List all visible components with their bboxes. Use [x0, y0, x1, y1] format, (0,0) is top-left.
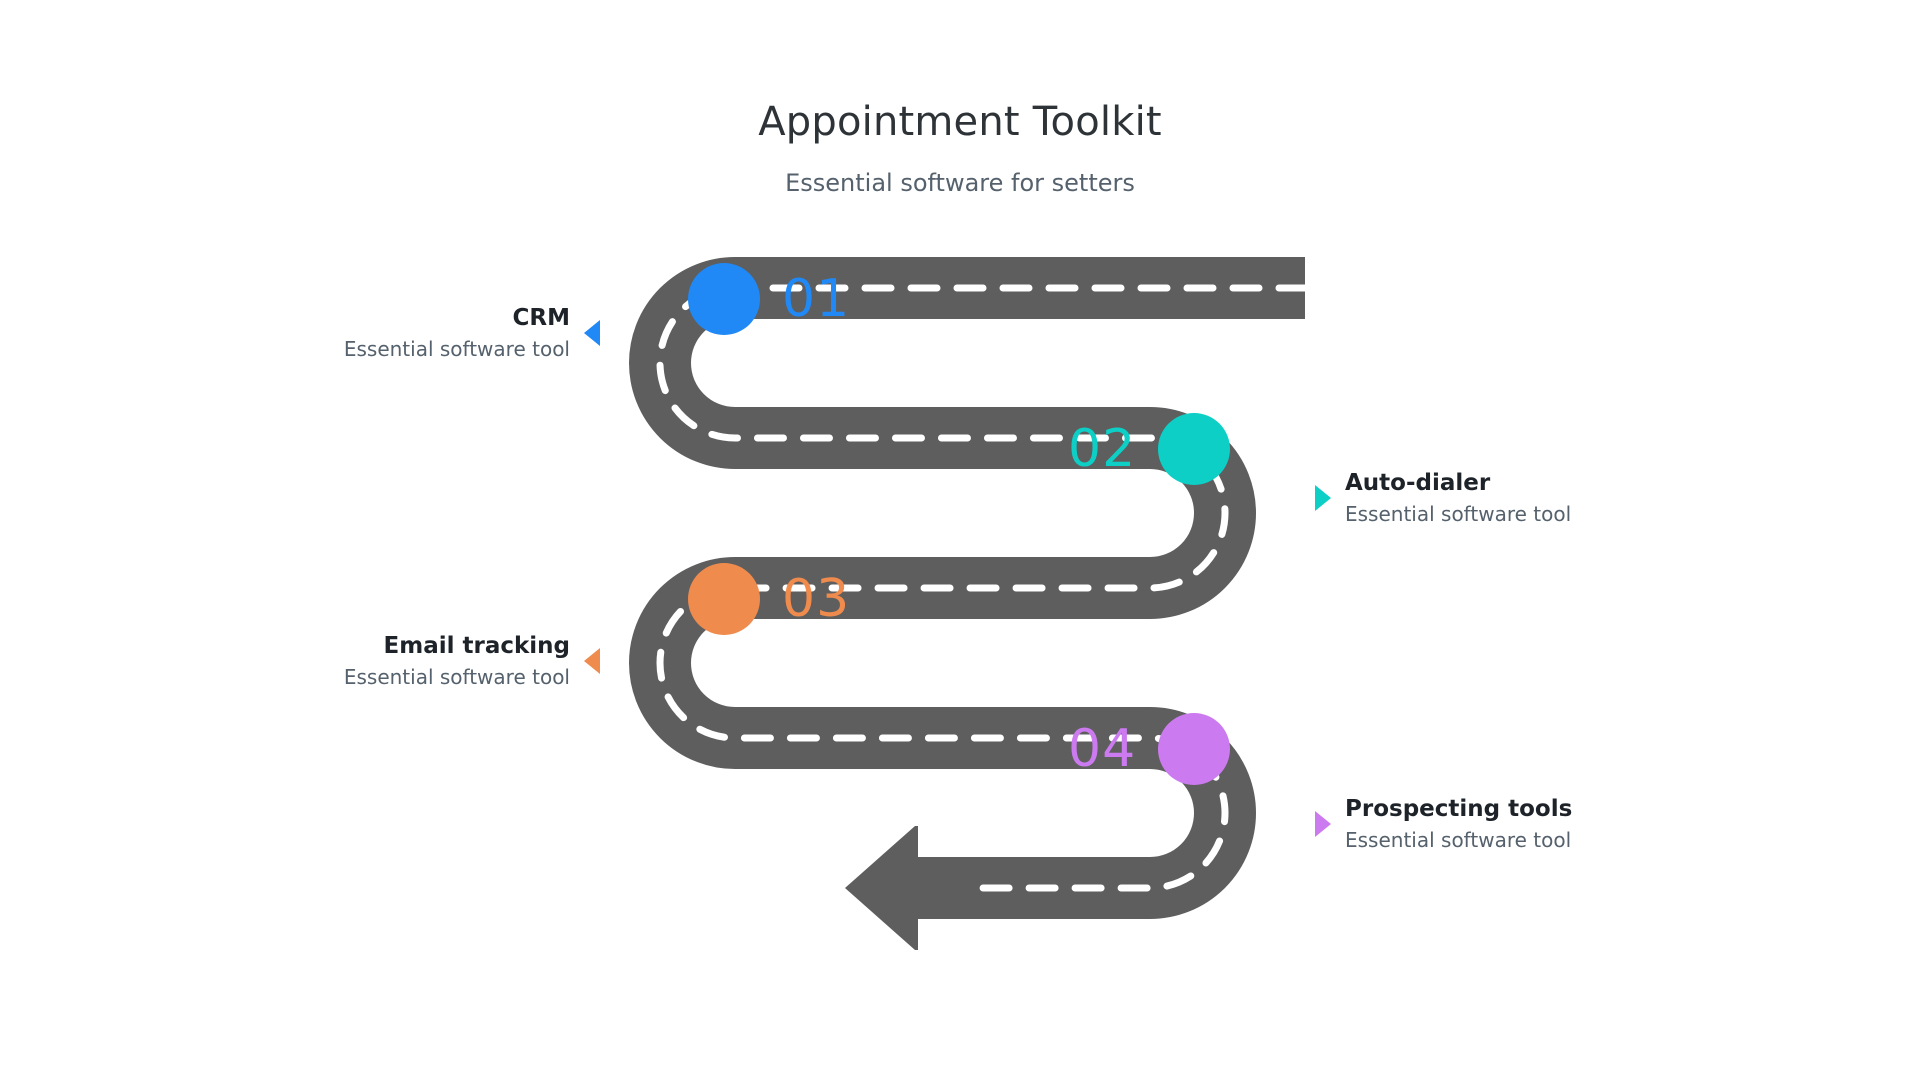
- page-title: Appointment Toolkit: [758, 99, 1162, 145]
- step-marker-02: 02: [1068, 413, 1231, 485]
- page-subtitle: Essential software for setters: [785, 169, 1135, 197]
- header: Appointment Toolkit Essential software f…: [0, 100, 1920, 196]
- step-callout-text-03: Email tracking Essential software tool: [344, 633, 570, 690]
- arrow-left-icon: [845, 826, 975, 950]
- step-number-03: 03: [782, 569, 851, 629]
- step-number-04: 04: [1068, 719, 1137, 779]
- step-marker-01: 01: [688, 263, 850, 335]
- step-title-04: Prospecting tools: [1345, 796, 1573, 822]
- step-callout-02[interactable]: Auto-dialer Essential software tool: [1315, 470, 1571, 527]
- circle-marker-04: [1158, 713, 1231, 785]
- step-title-02: Auto-dialer: [1345, 470, 1491, 496]
- step-callout-03[interactable]: Email tracking Essential software tool: [344, 633, 600, 690]
- step-callout-01[interactable]: CRM Essential software tool: [344, 305, 600, 362]
- step-number-02: 02: [1068, 419, 1137, 479]
- step-title-01: CRM: [512, 305, 570, 331]
- triangle-left-icon-01: [584, 320, 600, 347]
- step-callout-04[interactable]: Prospecting tools Essential software too…: [1315, 796, 1572, 853]
- step-description-03: Essential software tool: [343, 665, 570, 690]
- triangle-right-icon-02: [1315, 485, 1331, 512]
- step-description-04: Essential software tool: [1345, 828, 1572, 853]
- step-callout-text-04: Prospecting tools Essential software too…: [1345, 796, 1572, 853]
- triangle-left-icon-03: [584, 648, 600, 675]
- step-callout-text-01: CRM Essential software tool: [344, 305, 570, 362]
- step-title-03: Email tracking: [383, 633, 570, 659]
- step-marker-03: 03: [688, 563, 850, 635]
- step-description-02: Essential software tool: [1345, 502, 1572, 527]
- step-number-01: 01: [782, 269, 851, 329]
- circle-marker-03: [688, 563, 760, 635]
- circle-marker-02: [1158, 413, 1231, 485]
- step-marker-04: 04: [1068, 713, 1231, 785]
- triangle-right-icon-04: [1315, 811, 1331, 838]
- step-description-01: Essential software tool: [343, 337, 570, 362]
- circle-marker-01: [688, 263, 760, 335]
- step-callout-text-02: Auto-dialer Essential software tool: [1345, 470, 1571, 527]
